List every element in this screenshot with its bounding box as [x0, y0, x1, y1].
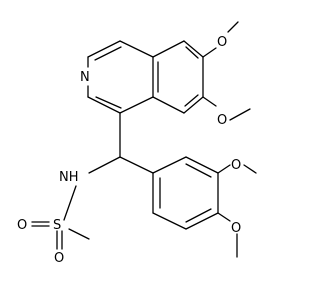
atom-label-nh: NH [59, 170, 79, 185]
atom-label-sulfonyl-oxygen-left: O [17, 218, 27, 233]
central-methine-bonds [88, 112, 154, 174]
isoquinoline-benzo-ring [152, 40, 204, 114]
methoxy-6 [202, 21, 239, 58]
isoquinoline-pyridine-ring [87, 40, 154, 114]
atom-label-oxygen-top: O [217, 35, 227, 50]
atom-label-oxygen-right: O [217, 113, 227, 128]
atom-label-sulfur: S [53, 218, 61, 233]
dimethoxyphenyl-ring [152, 156, 219, 230]
atom-label-oxygen-mid: O [231, 158, 241, 173]
atom-label-ring-nitrogen: N [80, 70, 90, 85]
sulfonamide-bonds [31, 185, 90, 250]
chemical-structure: N O O NH O S O [17, 21, 257, 266]
methoxy-4-prime [217, 212, 238, 258]
methoxy-3-prime [217, 164, 257, 174]
atom-label-oxygen-low: O [231, 221, 241, 236]
methoxy-7 [202, 96, 251, 121]
atom-label-sulfonyl-oxygen-bottom: O [54, 251, 64, 266]
